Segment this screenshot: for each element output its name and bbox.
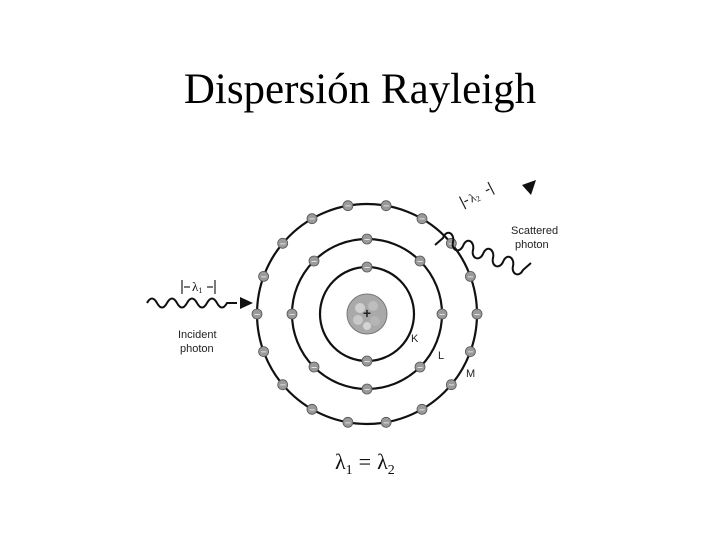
- svg-text:λ2: λ2: [467, 188, 483, 206]
- electron-minus-sign: −: [364, 385, 371, 394]
- electron-shell-m: −: [464, 346, 476, 358]
- nucleus: +: [346, 293, 388, 335]
- electron-minus-sign: −: [364, 263, 371, 272]
- formula-rhs-symbol: λ: [377, 449, 388, 474]
- electron-minus-sign: −: [254, 310, 261, 319]
- electron-minus-sign: −: [309, 405, 316, 414]
- electron-minus-sign: −: [364, 357, 371, 366]
- electron-shell-m: −: [380, 416, 392, 428]
- scattered-lambda-symbol: λ: [467, 190, 479, 205]
- formula-lhs-symbol: λ: [335, 449, 346, 474]
- slide-title: Dispersión Rayleigh: [183, 66, 537, 113]
- electron-minus-sign: −: [260, 348, 267, 357]
- electron-shell-m: −: [251, 308, 263, 320]
- electron-minus-sign: −: [467, 348, 474, 357]
- incident-lambda-symbol: λ: [192, 279, 199, 294]
- electron-shell-m: −: [416, 213, 428, 225]
- electron-shell-m: −: [471, 308, 483, 320]
- incident-photon-label-line1: Incident: [178, 329, 217, 341]
- electron-minus-sign: −: [345, 418, 352, 427]
- scattered-photon-wave: [434, 231, 532, 276]
- formula-lhs-subscript: 1: [346, 463, 353, 478]
- scattered-photon-label-line2: photon: [515, 239, 549, 251]
- scattered-wavelength-marker: λ2: [458, 181, 495, 210]
- shell-k-label: K: [411, 333, 419, 345]
- incident-photon-label-line2: photon: [180, 343, 214, 355]
- electron-shell-l: −: [414, 255, 426, 267]
- formula-equals: =: [359, 449, 371, 474]
- electron-minus-sign: −: [417, 257, 424, 266]
- shell-m-label: M: [466, 368, 475, 380]
- scattered-photon-label-line1: Scattered: [511, 225, 558, 237]
- incident-photon-wave: [146, 297, 237, 309]
- electron-shell-m: −: [277, 379, 289, 391]
- electron-shell-m: −: [258, 346, 270, 358]
- electron-minus-sign: −: [383, 202, 390, 211]
- wavelength-equality-formula: λ1=λ2: [335, 449, 395, 478]
- electron-shell-m: −: [306, 213, 318, 225]
- electron-shell-l: −: [436, 308, 448, 320]
- electron-minus-sign: −: [345, 202, 352, 211]
- electron-minus-sign: −: [419, 215, 426, 224]
- electron-shell-k: −: [361, 355, 373, 367]
- nucleus-plus-sign: +: [363, 305, 371, 321]
- electron-shell-l: −: [361, 233, 373, 245]
- electron-shell-m: −: [342, 200, 354, 212]
- electron-minus-sign: −: [260, 272, 267, 281]
- electron-shell-l: −: [414, 361, 426, 373]
- electron-minus-sign: −: [419, 405, 426, 414]
- electron-shell-m: −: [445, 379, 457, 391]
- electron-shell-m: −: [445, 237, 457, 249]
- electron-shell-l: −: [308, 361, 320, 373]
- scattered-lambda-subscript: 2: [475, 194, 483, 204]
- electron-shell-m: −: [416, 403, 428, 415]
- electron-shell-m: −: [464, 270, 476, 282]
- electron-shell-m: −: [277, 237, 289, 249]
- electron-minus-sign: −: [279, 239, 286, 248]
- incident-lambda-subscript: 1: [198, 286, 202, 295]
- electron-shell-m: −: [258, 270, 270, 282]
- shell-l-label: L: [438, 350, 444, 362]
- electron-shell-l: −: [286, 308, 298, 320]
- electron-minus-sign: −: [448, 381, 455, 390]
- electron-shell-l: −: [361, 383, 373, 395]
- electron-minus-sign: −: [309, 215, 316, 224]
- incident-wavelength-marker: λ1: [181, 279, 216, 295]
- electron-minus-sign: −: [474, 310, 481, 319]
- electron-shell-m: −: [306, 403, 318, 415]
- electron-shell-k: −: [361, 261, 373, 273]
- svg-text:λ1: λ1: [192, 279, 202, 295]
- electron-minus-sign: −: [364, 235, 371, 244]
- electrons: − − − − − − − − − − − − − − − − − − − − − − − − − − − −: [251, 200, 483, 428]
- electron-minus-sign: −: [439, 310, 446, 319]
- electron-shell-m: −: [342, 416, 354, 428]
- electron-minus-sign: −: [279, 381, 286, 390]
- electron-shell-l: −: [308, 255, 320, 267]
- electron-minus-sign: −: [383, 418, 390, 427]
- electron-minus-sign: −: [289, 310, 296, 319]
- formula-rhs-subscript: 2: [388, 463, 395, 478]
- electron-minus-sign: −: [467, 272, 474, 281]
- electron-minus-sign: −: [417, 363, 424, 372]
- scattered-arrowhead: [522, 180, 536, 195]
- electron-shell-m: −: [380, 200, 392, 212]
- incident-arrowhead: [240, 297, 253, 309]
- electron-minus-sign: −: [448, 239, 455, 248]
- electron-minus-sign: −: [311, 257, 318, 266]
- electron-minus-sign: −: [311, 363, 318, 372]
